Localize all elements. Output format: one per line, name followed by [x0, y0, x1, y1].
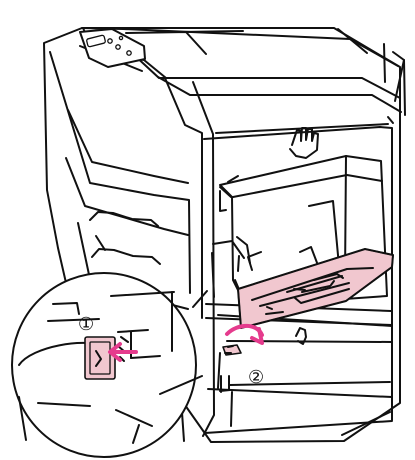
step-1-label: ① — [78, 314, 94, 335]
push-arrow-icon — [108, 342, 138, 362]
step-2-label: ② — [248, 367, 264, 388]
step-callouts: ① ② — [78, 314, 264, 388]
latch-icon — [219, 327, 307, 393]
rotate-arrow-icon — [222, 323, 264, 356]
control-panel — [79, 28, 146, 68]
zoom-callout-icon — [11, 272, 208, 458]
hand-icon — [219, 127, 319, 212]
